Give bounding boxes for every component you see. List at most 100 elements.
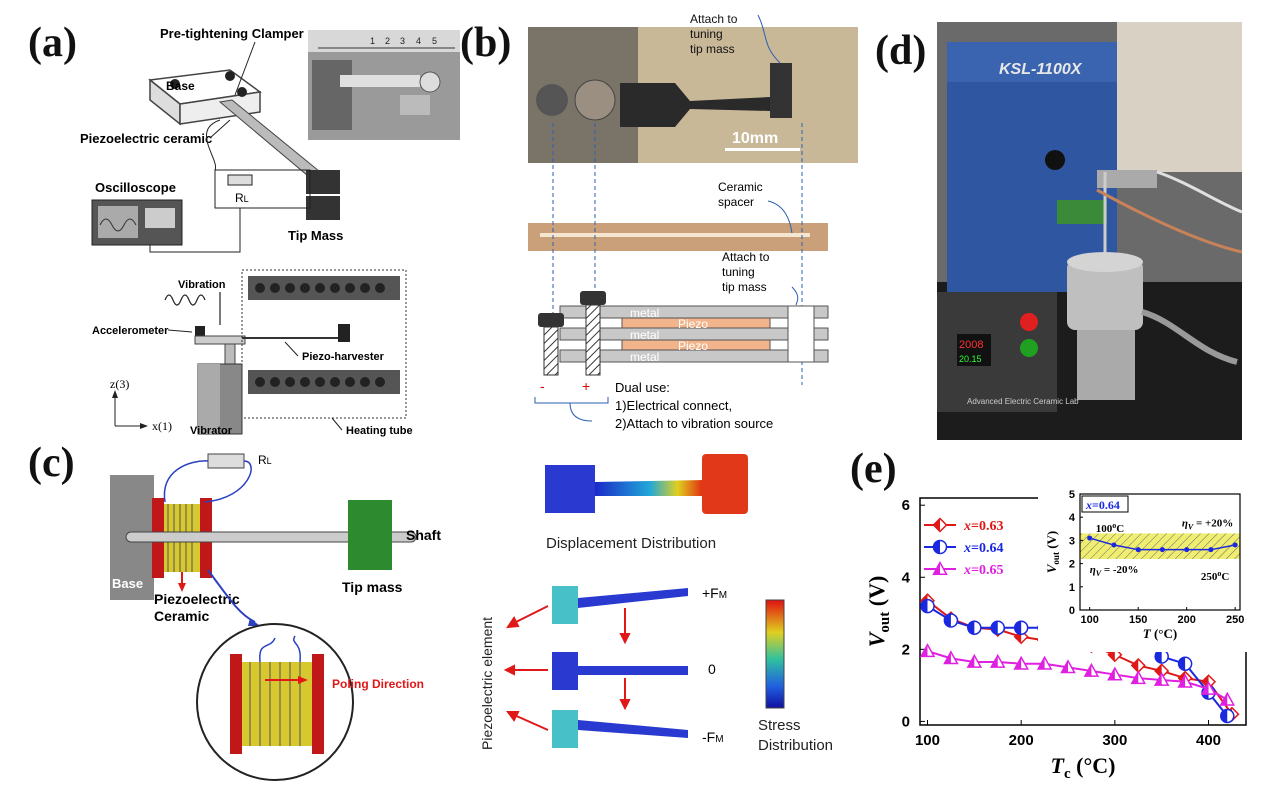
inset-frame xyxy=(1079,493,1241,611)
panel-b-diagram: 10mm Attach to tuning tip mass Ceramic s… xyxy=(528,12,858,431)
legend-label: x=0.65 xyxy=(963,563,1003,578)
inset-x-tick-label: 200 xyxy=(1177,614,1195,626)
label-oscilloscope: Oscilloscope xyxy=(95,180,176,195)
heating-coils-top xyxy=(255,283,385,293)
stress-row-zero xyxy=(552,652,688,690)
y-tick-label: 0 xyxy=(902,713,910,730)
data-point-1-fill xyxy=(1178,657,1186,671)
tip-mass-block xyxy=(306,170,340,220)
inset-y-axis-label: Vout (V) xyxy=(1044,531,1061,573)
label-attach-mid: Attach to tuning tip mass xyxy=(722,250,773,294)
inset-x-tick-label: 250 xyxy=(1226,614,1244,626)
data-point-2-fill xyxy=(920,644,928,657)
panel-d-photo: KSL-1100X 2008 20.15 Advanced Electric C… xyxy=(937,22,1242,440)
label-poling-direction: Poling Direction xyxy=(332,677,424,691)
base-block xyxy=(148,69,262,126)
label-tip-mass: Tip Mass xyxy=(288,228,343,243)
bolt-minus xyxy=(538,313,564,376)
stress-row-minus xyxy=(552,710,688,748)
oscilloscope-device xyxy=(91,199,183,246)
label-piezo-ceramic: Piezoelectric ceramic xyxy=(80,131,212,146)
data-point-2-fill xyxy=(991,655,998,668)
ruler-tick: 3 xyxy=(400,36,405,46)
data-point-2-fill xyxy=(1155,673,1162,686)
inset-y-tick-label: 4 xyxy=(1069,512,1076,524)
label-attach-top: Attach to tuning tip mass xyxy=(690,12,741,56)
heating-coils-bottom xyxy=(255,377,385,387)
ruler: 1 2 3 4 5 xyxy=(318,36,455,49)
display-bottom: 20.15 xyxy=(959,354,982,364)
data-point-1-fill xyxy=(1220,709,1228,723)
ruler-tick: 2 xyxy=(385,36,390,46)
data-point-2-fill xyxy=(944,651,951,664)
y-axis-label: Vout (V) xyxy=(864,576,893,648)
panel-label-b: (b) xyxy=(460,20,512,66)
panel-label-c: (c) xyxy=(28,440,75,486)
label-shaft: Shaft xyxy=(406,527,441,543)
layer-stack xyxy=(559,305,829,363)
label-zero-f: 0 xyxy=(708,661,716,677)
data-point-2-fill xyxy=(1084,664,1092,677)
data-point-2-fill xyxy=(1014,657,1022,669)
label-piezo-harvester: Piezo-harvester xyxy=(302,351,385,363)
data-point-2-fill xyxy=(1178,675,1186,687)
furnace-label: KSL-1100X xyxy=(999,61,1083,78)
axis-indicator: z(3) x(1) xyxy=(110,377,172,433)
inset-data-point xyxy=(1208,547,1214,553)
data-point-1-fill xyxy=(991,621,998,635)
tolerance-band xyxy=(1080,533,1240,559)
inset-data-point xyxy=(1184,547,1190,553)
inset-data-point xyxy=(1232,542,1238,548)
x-tick-label: 300 xyxy=(1102,732,1127,749)
label-metal: metal xyxy=(630,328,659,342)
axis-x-label: x(1) xyxy=(152,419,172,433)
bolt-plus xyxy=(580,291,606,376)
data-point-1-fill xyxy=(944,614,951,628)
inset-y-tick-label: 0 xyxy=(1069,605,1075,617)
x-axis-label: Tc (°C) xyxy=(1051,753,1116,780)
label-metal: metal xyxy=(630,350,659,364)
data-point-2-fill xyxy=(967,655,975,668)
panel-label-a: (a) xyxy=(28,20,77,66)
data-point-2-fill xyxy=(1038,657,1045,669)
label-dual-use: Dual use: 1)Electrical connect, 2)Attach… xyxy=(615,380,773,431)
label-clamper: Pre-tightening Clamper xyxy=(160,26,304,41)
label-minus-f: -FM xyxy=(702,729,724,745)
panel-label-d: (d) xyxy=(875,28,927,74)
x-tick-label: 200 xyxy=(1009,732,1034,749)
data-point-1-fill xyxy=(920,599,928,613)
annotation-eta-plus: ηV = +20% xyxy=(1182,517,1233,531)
inset-x-axis-label: T (°C) xyxy=(1143,626,1177,641)
label-piezo: Piezo xyxy=(678,339,708,353)
stress-row-plus xyxy=(552,586,688,624)
label-metal: metal xyxy=(630,306,659,320)
inset-y-tick-label: 3 xyxy=(1069,535,1075,547)
label-displacement: Displacement Distribution xyxy=(546,535,716,552)
label-base: Base xyxy=(166,79,195,93)
scale-bar-label: 10mm xyxy=(732,130,778,147)
photo-clamp xyxy=(528,27,858,163)
ruler-tick: 4 xyxy=(416,36,421,46)
panel-label-e: (e) xyxy=(850,446,897,492)
stress-colorbar xyxy=(765,599,785,709)
data-point-1-fill xyxy=(1014,621,1022,635)
inset-background xyxy=(1038,488,1248,652)
data-point-2-fill xyxy=(1202,682,1209,695)
annotation-100c: 100oC xyxy=(1096,521,1125,535)
label-piezo: Piezo xyxy=(678,317,708,331)
inset-x-tick-label: 150 xyxy=(1129,614,1147,626)
panel-c-diagram: Base Shaft Tip mass RL Piezoelectric Cer… xyxy=(110,453,833,781)
annotation-250c: 250oC xyxy=(1201,569,1230,583)
legend-label: x=0.64 xyxy=(963,541,1003,556)
inset-x-tick-label: 100 xyxy=(1081,614,1099,626)
label-vibration: Vibration xyxy=(178,279,226,291)
inset-label: x=0.64 xyxy=(1085,498,1120,512)
label-minus: - xyxy=(540,378,545,394)
data-point-0-fill xyxy=(1155,664,1162,678)
inset-data-point xyxy=(1135,547,1141,553)
x-tick-label: 100 xyxy=(915,732,940,749)
label-piezo-element: Piezoelectric element xyxy=(479,617,495,750)
data-point-2-fill xyxy=(1220,693,1228,705)
inset-y-tick-label: 1 xyxy=(1069,582,1075,594)
